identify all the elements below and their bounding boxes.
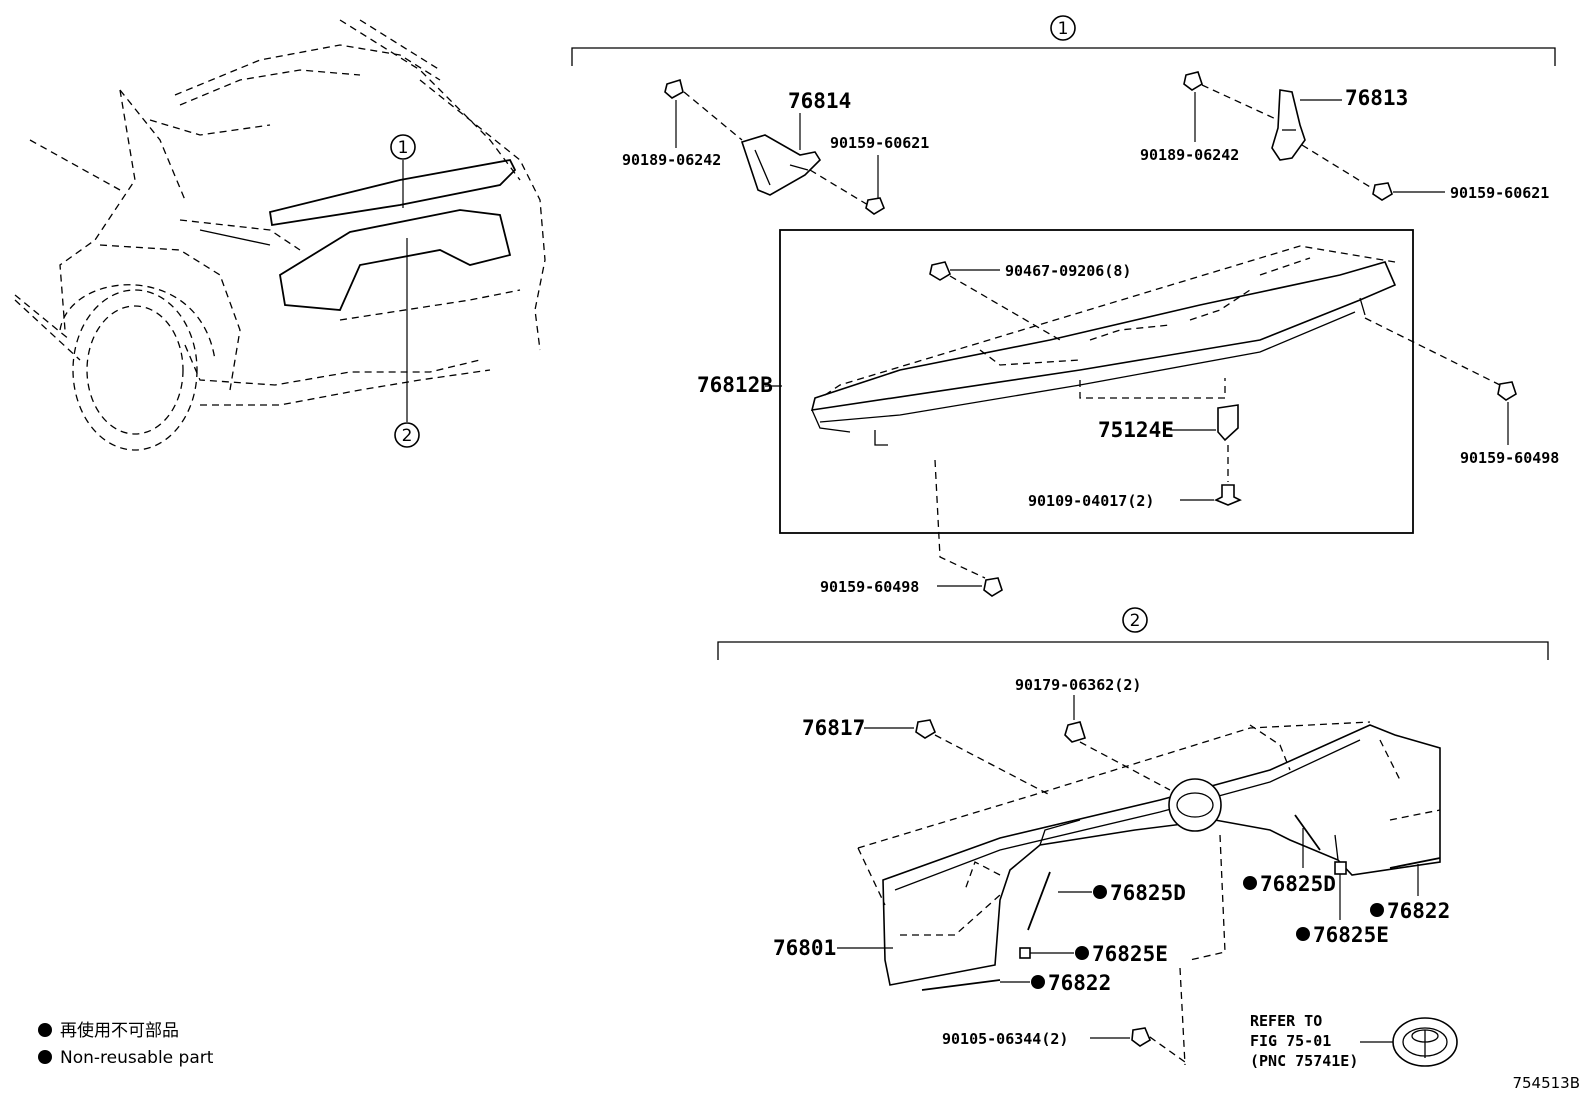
bolt-90109-04017 [1214,484,1242,506]
label-76813: 76813 [1345,86,1408,110]
bracket-76814-drawing [740,134,822,196]
label-90159-60621-left: 90159-60621 [830,134,929,152]
label-76814: 76814 [788,89,851,113]
bolt-90159-60498-bottom [983,577,1003,597]
label-76812B: 76812B [697,373,773,397]
label-90467-09206: 90467-09206(8) [1005,262,1131,280]
emblem-drawing [1392,1017,1458,1067]
refer-line-2: FIG 75-01 [1250,1032,1331,1050]
group-2-garnish-assembly: 2 76817 90179-06362(2) 7680 [717,607,1549,1070]
nut-90179-06362 [1064,721,1087,743]
nonreusable-dot-76825E-right [1296,927,1310,941]
clip-90189-left [664,78,684,99]
callout-2-circle [394,422,420,448]
label-90159-60498-right: 90159-60498 [1460,449,1559,467]
label-90189-06242-right: 90189-06242 [1140,146,1239,164]
legend-text-jp: 再使用不可部品 [60,1020,179,1041]
legend: 再使用不可部品 Non-reusable part [38,1020,214,1068]
group-1-spoiler-assembly: 1 76814 90189-06242 90159-60621 76813 90… [571,15,1559,597]
label-76825D-left: 76825D [1110,881,1186,905]
label-76822-right: 76822 [1387,899,1450,923]
group-1-callout-circle [1050,15,1076,41]
label-90189-06242-left: 90189-06242 [622,151,721,169]
label-90159-60621-right: 90159-60621 [1450,184,1549,202]
label-75124E: 75124E [1098,418,1174,442]
label-90179-06362: 90179-06362(2) [1015,676,1141,694]
clip-90467-09206 [929,261,952,281]
tape-76822-right [1389,857,1441,869]
label-76822-left: 76822 [1048,971,1111,995]
callout-1-circle [390,134,416,160]
figure-id: 754513B [1512,1074,1580,1092]
callout-2-label: 2 [402,426,413,446]
legend-dot-en [38,1050,52,1064]
nonreusable-dot-76825D-left [1093,885,1107,899]
refer-line-1: REFER TO [1250,1012,1322,1030]
refer-line-3: (PNC 75741E) [1250,1052,1358,1070]
tape-76822-left [921,979,1001,991]
seal-76825D-left [1027,871,1051,931]
bolt-90159-60498-right [1497,381,1517,401]
screw-90105-06344 [1131,1027,1152,1047]
vehicle-rear-overview: 1 2 [14,19,546,451]
bracket-76813-drawing [1271,89,1306,161]
nonreusable-dot-76822-left [1031,975,1045,989]
clip-76817 [915,719,937,739]
group-2-callout-circle [1122,607,1148,633]
clip-90189-right [1183,71,1203,91]
seal-76825D-right [1294,814,1321,851]
label-76825D-right: 76825D [1260,872,1336,896]
group-2-bracket [717,641,1549,660]
group-1-bracket [571,47,1556,66]
group-1-callout-label: 1 [1058,19,1069,39]
callout-1-label: 1 [398,138,409,158]
nonreusable-dot-76825E-left [1075,946,1089,960]
label-76801: 76801 [773,936,836,960]
garnish-76801-drawing [882,724,1441,986]
seal-76825E-left [1019,947,1031,959]
label-76817: 76817 [802,716,865,740]
bolt-90159-60621-right [1372,182,1393,201]
label-90159-60498-bottom: 90159-60498 [820,578,919,596]
group-2-callout-label: 2 [1130,611,1141,631]
label-76825E-left: 76825E [1092,942,1168,966]
legend-text-en: Non-reusable part [60,1048,214,1068]
legend-dot-jp [38,1023,52,1037]
label-76825E-right: 76825E [1313,923,1389,947]
label-90105-06344: 90105-06344(2) [942,1030,1068,1048]
label-90109-04017: 90109-04017(2) [1028,492,1154,510]
spoiler-subassembly-box [779,229,1414,534]
bolt-90159-60621-left [865,197,885,215]
bracket-75124E [1217,404,1239,442]
nonreusable-dot-76825D-right [1243,876,1257,890]
seal-76825E-right [1334,861,1347,875]
nonreusable-dot-76822-right [1370,903,1384,917]
